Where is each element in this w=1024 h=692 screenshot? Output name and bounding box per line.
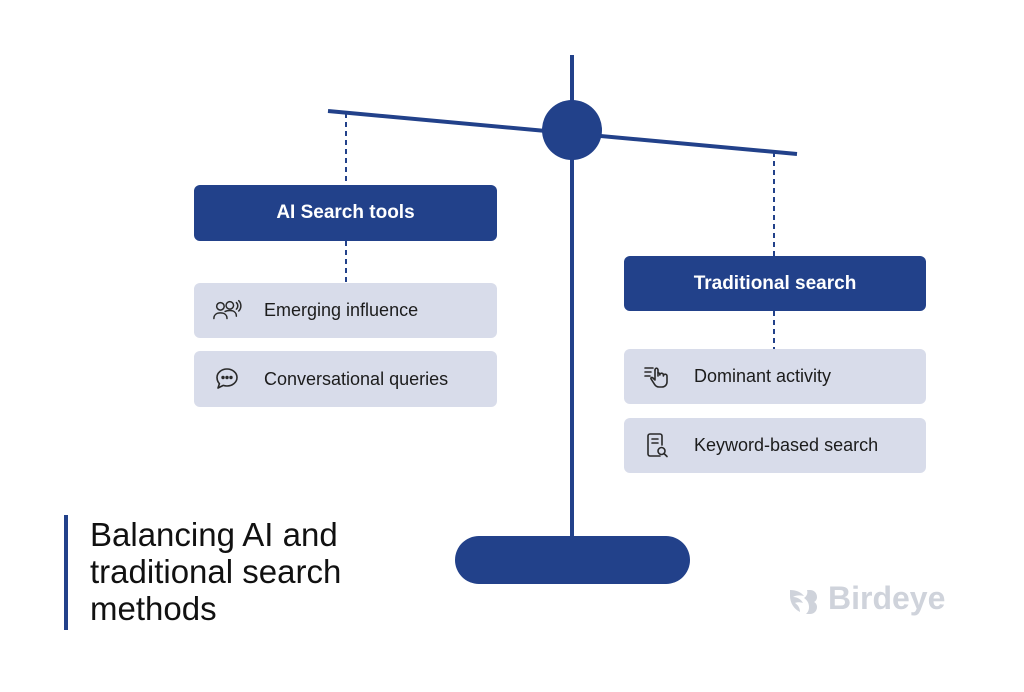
people-speaking-icon <box>212 296 242 326</box>
chat-bubble-icon <box>212 364 242 394</box>
scale-base <box>455 536 690 584</box>
traditional-search-header: Traditional search <box>624 256 926 311</box>
right-item-label: Keyword-based search <box>694 435 879 455</box>
traditional-search-label: Traditional search <box>693 272 857 294</box>
left-item-label: Conversational queries <box>264 368 449 389</box>
left-item-emerging-influence: Emerging influence <box>194 283 497 338</box>
right-item-keyword-based-search: Keyword-based search <box>624 418 926 473</box>
page-title: Balancing AI and traditional search meth… <box>90 516 342 627</box>
ai-search-tools-header: AI Search tools <box>194 185 497 241</box>
title-accent-bar <box>64 515 68 630</box>
left-item-conversational-queries: Conversational queries <box>194 351 497 407</box>
left-item-label: Emerging influence <box>264 300 419 320</box>
ai-search-tools-label: AI Search tools <box>276 202 415 223</box>
right-item-label: Dominant activity <box>694 366 832 386</box>
document-search-icon <box>642 431 672 461</box>
scale-pivot <box>542 100 602 160</box>
pointer-click-icon <box>642 362 672 392</box>
brand-name: Birdeye <box>828 580 946 616</box>
right-item-dominant-activity: Dominant activity <box>624 349 926 404</box>
birdeye-logo-icon <box>786 584 820 614</box>
brand-watermark: Birdeye <box>786 580 945 617</box>
